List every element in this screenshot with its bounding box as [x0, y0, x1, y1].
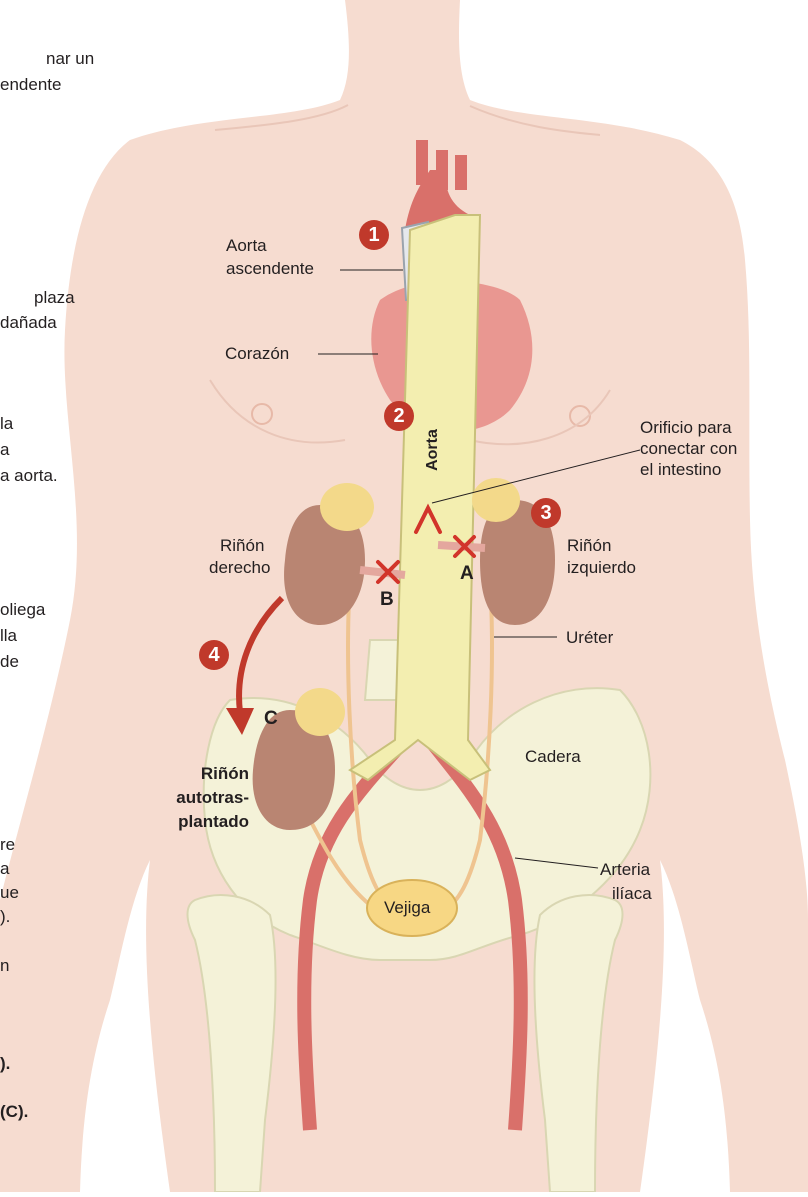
label-c: C — [264, 708, 278, 730]
label-rinon-auto-3: plantado — [162, 812, 249, 832]
side-text-15: n — [0, 956, 9, 976]
side-text-6: a — [0, 440, 9, 460]
label-orificio-2: conectar con — [640, 439, 737, 459]
side-text-3: plaza — [34, 288, 75, 308]
label-vejiga: Vejiga — [384, 898, 430, 918]
right-adrenal — [320, 483, 374, 531]
side-text-1: nar un — [46, 49, 94, 69]
label-aorta-vertical: Aorta — [423, 429, 443, 471]
side-text-17: (C). — [0, 1102, 28, 1122]
label-aorta-ascendente-1: Aorta — [226, 236, 267, 256]
label-b: B — [380, 589, 394, 611]
side-text-7: a aorta. — [0, 466, 58, 486]
side-text-16: ). — [0, 1054, 10, 1074]
label-corazon: Corazón — [225, 344, 289, 364]
arch-branch-1 — [416, 140, 428, 185]
side-text-10: de — [0, 652, 19, 672]
side-text-14: ). — [0, 907, 10, 927]
side-text-9: lla — [0, 626, 17, 646]
label-rinon-izquierdo-1: Riñón — [567, 536, 611, 556]
label-rinon-derecho-2: derecho — [209, 558, 270, 578]
label-rinon-izquierdo-2: izquierdo — [567, 558, 636, 578]
step-badge-2: 2 — [384, 401, 414, 431]
label-rinon-auto-1: Riñón — [189, 764, 249, 784]
arch-branch-2 — [436, 150, 448, 190]
label-cadera: Cadera — [525, 747, 581, 767]
auto-adrenal — [295, 688, 345, 736]
label-arteria-2: ilíaca — [612, 884, 652, 904]
left-adrenal — [472, 478, 520, 522]
step-badge-4: 4 — [199, 640, 229, 670]
step-badge-3: 3 — [531, 498, 561, 528]
label-orificio-3: el intestino — [640, 460, 721, 480]
side-text-8: oliega — [0, 600, 45, 620]
label-ureter: Uréter — [566, 628, 613, 648]
side-text-5: la — [0, 414, 13, 434]
label-rinon-derecho-1: Riñón — [220, 536, 264, 556]
label-aorta-ascendente-2: ascendente — [226, 259, 314, 279]
side-text-13: ue — [0, 883, 19, 903]
step-badge-1: 1 — [359, 220, 389, 250]
side-text-11: re — [0, 835, 15, 855]
label-rinon-auto-2: autotras- — [165, 788, 249, 808]
label-a: A — [460, 563, 474, 585]
side-text-12: a — [0, 859, 9, 879]
label-arteria-1: Arteria — [600, 860, 650, 880]
side-text-4: dañada — [0, 313, 57, 333]
right-renal-artery — [360, 570, 405, 575]
side-text-2: endente — [0, 75, 61, 95]
arch-branch-3 — [455, 155, 467, 190]
label-orificio-1: Orificio para — [640, 418, 732, 438]
